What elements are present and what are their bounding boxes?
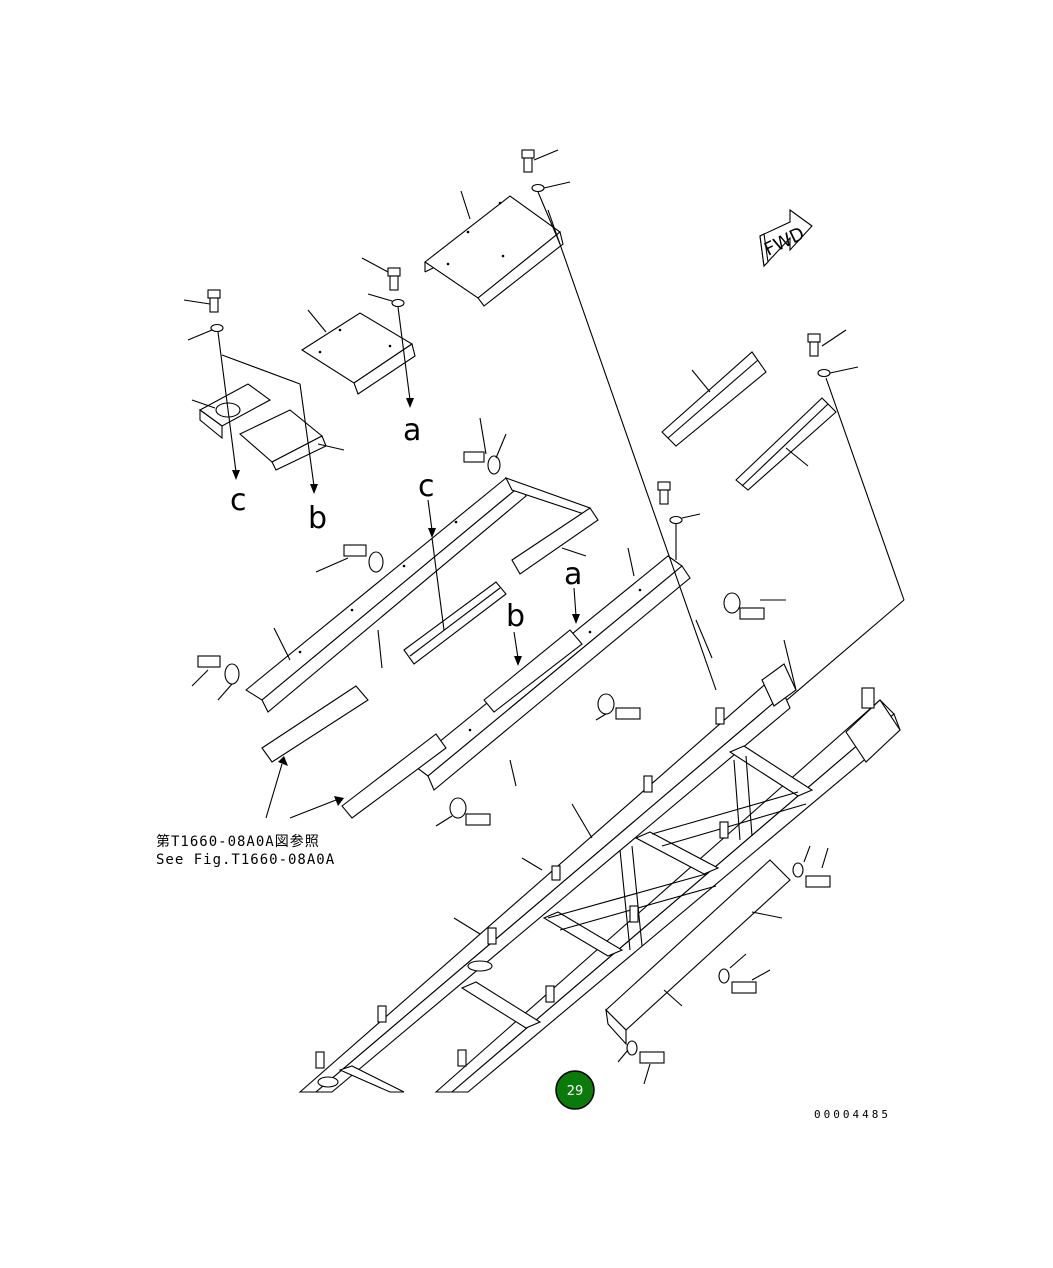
bolt-rail-3 bbox=[191, 655, 240, 701]
right-angle-bracket-upper bbox=[661, 351, 767, 447]
bolt-frame-low bbox=[617, 1040, 665, 1085]
bolt-rail-2 bbox=[315, 544, 384, 573]
bolt-rail-6 bbox=[435, 797, 491, 827]
top-cover-plate bbox=[424, 190, 564, 307]
reference-note-en: See Fig.T1660-08A0A bbox=[156, 852, 335, 868]
rail-left-extension bbox=[504, 477, 599, 575]
arrow-b-to-rail bbox=[513, 631, 522, 666]
connector-letter-b-rail: b bbox=[506, 599, 525, 634]
page-number: 29 bbox=[567, 1084, 584, 1099]
arrow-c-to-rail bbox=[427, 499, 445, 631]
right-angle-bracket-lower bbox=[735, 397, 837, 491]
main-frame bbox=[298, 619, 901, 1093]
bolt-rail-5 bbox=[595, 693, 641, 721]
connector-letter-c-rail: c bbox=[418, 469, 435, 504]
bolt-right-upper bbox=[739, 329, 905, 741]
fwd-direction-marker: FWD bbox=[759, 208, 813, 268]
bolt-frame-mid bbox=[718, 953, 771, 994]
connector-letter-a-top: a bbox=[403, 413, 421, 448]
bolt-left-plates bbox=[183, 289, 318, 494]
short-channel-right bbox=[261, 629, 583, 819]
left-plate-with-hole bbox=[191, 383, 272, 440]
drawing-code: 00004485 bbox=[814, 1108, 891, 1121]
bolt-rail-4 bbox=[723, 592, 786, 620]
connector-letter-a-rail: a bbox=[564, 557, 582, 592]
bolt-middle-cover bbox=[361, 257, 414, 408]
page-number-badge: 29 bbox=[555, 1070, 595, 1110]
rail-right bbox=[411, 547, 691, 791]
middle-cover-plate bbox=[300, 309, 416, 395]
reference-note-jp: 第T1660-08A0A図参照 bbox=[156, 833, 320, 850]
arrow-a-to-rail bbox=[572, 587, 580, 624]
short-channel-left bbox=[403, 581, 507, 665]
reference-arrows bbox=[265, 756, 344, 819]
connector-letter-c-left: c bbox=[230, 483, 247, 518]
left-plate-flat bbox=[239, 409, 345, 471]
connector-letter-b-left: b bbox=[308, 501, 327, 536]
bolt-frame-right bbox=[792, 845, 831, 888]
bolt-rail-1 bbox=[463, 417, 507, 475]
bolt-bracket bbox=[547, 209, 717, 691]
